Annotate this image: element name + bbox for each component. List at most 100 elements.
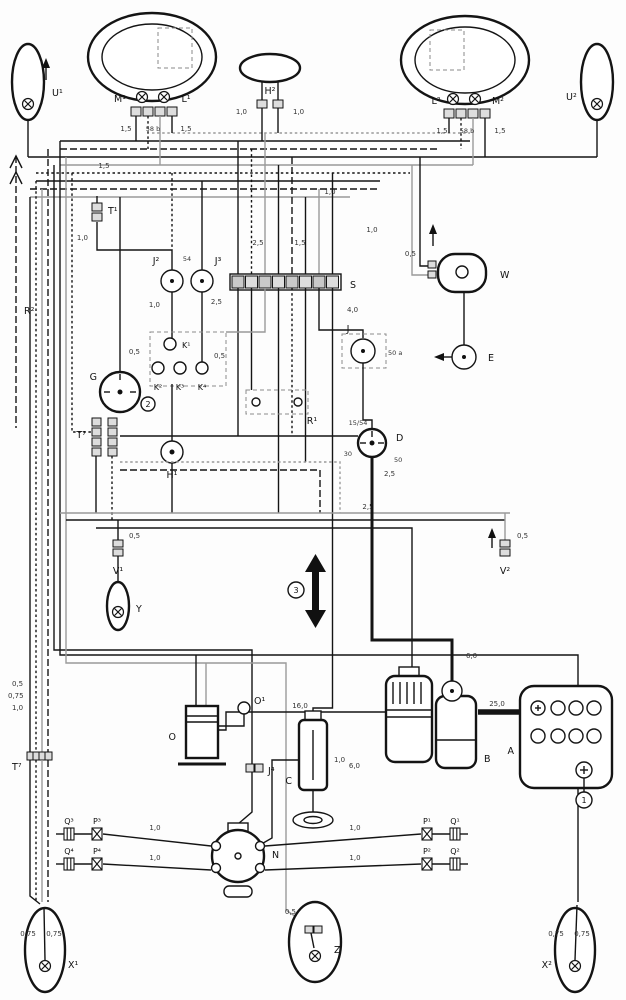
connector: [91, 417, 102, 427]
component-label: M¹: [114, 94, 126, 105]
mid-harness: 2,5: [60, 435, 510, 672]
bulb-icon: [38, 959, 52, 973]
wire: [71, 173, 92, 433]
fuse: [312, 275, 326, 289]
gauge-label: 16,0: [292, 702, 308, 710]
radio-r1: R¹: [245, 389, 317, 427]
component-label: X¹: [68, 960, 79, 971]
component-label: A: [508, 746, 515, 757]
connector: [107, 447, 118, 457]
callout-circle: [575, 791, 593, 809]
arrowhead-icon: [305, 610, 326, 628]
component-label: H²: [265, 86, 276, 97]
plug-v2: V² 0,5: [488, 513, 528, 577]
lamp-y: Y: [105, 580, 142, 632]
battery-cell: [530, 728, 546, 744]
wire: [120, 461, 341, 513]
switch-dot: [369, 440, 375, 446]
lamp-housing: [287, 900, 343, 984]
antenna-tip: [9, 170, 23, 185]
gauge-label: 1,0: [149, 824, 160, 832]
component-label: K²: [154, 383, 162, 392]
button-dot: [169, 449, 175, 455]
arrowhead-icon: [429, 224, 437, 234]
fuse: [285, 275, 299, 289]
relay-j: J 50 a: [341, 324, 402, 429]
connector-o1: O¹: [218, 696, 265, 727]
horn-body: [238, 52, 302, 84]
wire: [411, 165, 428, 276]
component-label: J²: [152, 256, 160, 267]
connector: [272, 99, 284, 109]
callout-number: 3: [293, 586, 298, 595]
gauge-label: 1,0: [349, 824, 360, 832]
plug-wire: [102, 863, 212, 871]
junction-t1: T¹ 1,0: [77, 196, 173, 270]
warning-lamp: [151, 361, 165, 375]
headlight-lens: [101, 23, 203, 91]
connector-t7-dash: T⁷: [75, 417, 118, 520]
plug-body: [112, 548, 124, 557]
component-label: H¹: [167, 470, 178, 481]
connector-j4: J⁴: [237, 763, 275, 825]
terminal-label: 30: [344, 450, 352, 458]
component-label: P¹: [423, 817, 431, 826]
component-label: X²: [542, 960, 553, 971]
spark-plug-icon: [449, 827, 461, 841]
lamp-box: [149, 331, 227, 387]
connector: [91, 212, 103, 222]
warning-lamp: [173, 361, 187, 375]
terminal-label: 58 b: [460, 127, 474, 135]
connector: [313, 925, 323, 934]
component-label: L¹: [181, 94, 190, 105]
bulb-icon: [568, 959, 582, 973]
pulley-hub: [303, 815, 323, 825]
warning-lamps-k: K¹ K² K³ K⁴ 0,5 0,5: [129, 331, 227, 392]
spark-plugs: Q³ P³ Q⁴ P⁴ P¹ Q¹ P² Q² 1,0 1,0 1,0 1,0: [56, 817, 468, 871]
gauge-label: 6,0: [349, 762, 360, 770]
radio-box: [245, 389, 309, 415]
connector: [443, 108, 455, 119]
component-label: T⁷: [75, 430, 86, 441]
gauge-label: 1,5: [120, 125, 131, 133]
gauge-label: 0,5: [405, 250, 416, 258]
callout-number: 2: [145, 400, 150, 409]
fuse: [299, 275, 312, 289]
sensor-body: [237, 701, 251, 715]
gauge-label: 4,0: [347, 306, 358, 314]
component-label: J: [346, 324, 350, 335]
wire: [120, 469, 321, 513]
switch-e: E: [434, 292, 494, 370]
gauge-label: 0,75: [8, 692, 24, 700]
starter-terminal-dot: [450, 689, 454, 693]
wire: [53, 165, 253, 764]
gauge-label: 1,5: [180, 125, 191, 133]
component-label: L²: [431, 96, 440, 107]
wire: [226, 288, 266, 333]
connector: [256, 99, 268, 109]
wire: [43, 907, 46, 961]
antenna-r2: R²: [9, 154, 35, 428]
fuse: [245, 275, 258, 289]
plug-wire: [102, 833, 212, 847]
wire: [312, 288, 334, 714]
wire: [65, 157, 310, 927]
fuse: [258, 275, 272, 289]
gauge-label: 0,75: [46, 930, 62, 938]
component-label: T⁷: [11, 762, 22, 773]
battery-cell: [550, 728, 566, 744]
component-label: J⁴: [267, 766, 275, 777]
connector: [467, 108, 479, 119]
warning-lamp: [195, 361, 209, 375]
component-label: K¹: [182, 341, 190, 350]
callout-number: 1: [581, 796, 586, 805]
gauge-label: 1,0: [334, 756, 345, 764]
terminal-label: 50: [394, 456, 402, 464]
component-label: J³: [214, 256, 222, 267]
suppressor-icon: [421, 857, 433, 871]
component-label: R²: [24, 306, 35, 317]
wire: [370, 457, 454, 692]
component-label: V¹: [113, 566, 123, 577]
gauge-label: 1,0: [149, 301, 160, 309]
distributor-n: N: [210, 822, 279, 898]
